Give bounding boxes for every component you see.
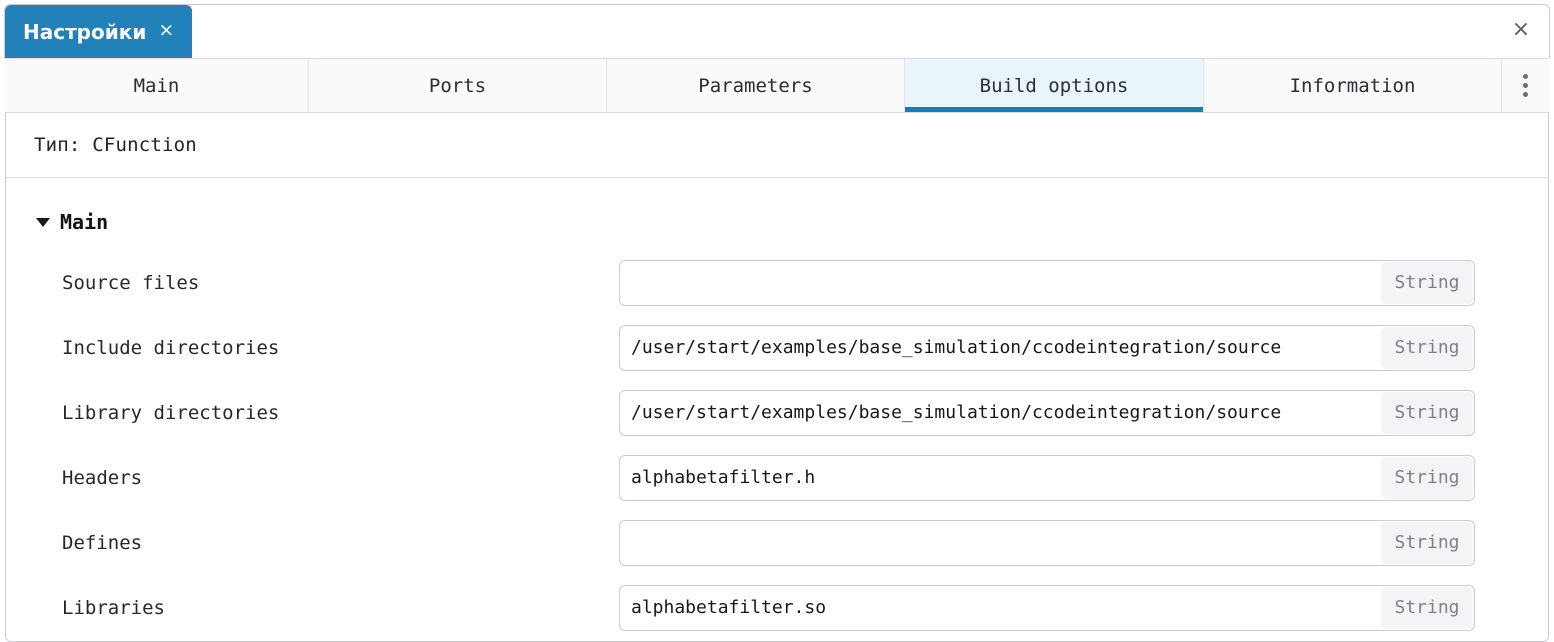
field-label: Headers <box>62 466 143 489</box>
tab-label: Build options <box>979 74 1129 97</box>
tab-build-options[interactable]: Build options <box>905 59 1204 112</box>
field-control[interactable]: /user/start/examples/base_simulation/cco… <box>619 324 1475 371</box>
field-label: Defines <box>62 531 143 554</box>
caret-down-icon[interactable] <box>36 217 50 227</box>
window-close-icon[interactable]: × <box>1511 17 1531 42</box>
field-control[interactable]: String <box>619 259 1475 306</box>
type-text: Тип: CFunction <box>34 134 197 156</box>
field-control[interactable]: alphabetafilter.so String <box>619 584 1475 631</box>
field-label: Source files <box>62 271 200 294</box>
field-row: Headers alphabetafilter.h String <box>6 445 1548 510</box>
tab-close-icon[interactable]: × <box>158 19 175 41</box>
field-label: Include directories <box>62 336 280 359</box>
window-tab-label: Настройки <box>23 19 147 44</box>
tab-overflow-button[interactable] <box>1502 59 1549 112</box>
field-control[interactable]: String <box>619 519 1475 566</box>
field-row: Include directories/user/start/examples/… <box>6 315 1548 380</box>
tab-label: Information <box>1289 74 1416 97</box>
titlebar-frame <box>4 4 1550 58</box>
tab-strip: Main Ports Parameters Build options Info… <box>5 58 1549 113</box>
field-value-input[interactable] <box>620 521 1380 565</box>
field-value-input[interactable]: /user/start/examples/base_simulation/cco… <box>631 402 1282 423</box>
field-row: Source files String <box>6 250 1548 315</box>
field-label: Library directories <box>62 401 280 424</box>
field-type-badge[interactable]: String <box>1381 456 1473 499</box>
field-row: Library directories/user/start/examples/… <box>6 380 1548 445</box>
tab-label: Ports <box>428 74 487 97</box>
field-value-input[interactable]: alphabetafilter.so <box>631 597 827 618</box>
tab-main[interactable]: Main <box>5 59 309 112</box>
window-titlebar: Настройки × × <box>0 0 1554 58</box>
field-type-badge[interactable]: String <box>1381 521 1473 564</box>
window-tab-settings[interactable]: Настройки × <box>5 5 193 58</box>
kebab-menu-icon <box>1523 74 1528 97</box>
section-title: Main <box>60 210 109 234</box>
type-row: Тип: CFunction <box>6 113 1548 178</box>
field-type-badge[interactable]: String <box>1381 261 1473 304</box>
tab-ports[interactable]: Ports <box>309 59 607 112</box>
field-type-badge[interactable]: String <box>1381 586 1473 629</box>
field-row: Defines String <box>6 510 1548 575</box>
field-value-input[interactable] <box>620 261 1380 305</box>
tab-information[interactable]: Information <box>1204 59 1502 112</box>
field-value-input[interactable]: /user/start/examples/base_simulation/cco… <box>631 337 1282 358</box>
field-type-badge[interactable]: String <box>1381 326 1473 369</box>
tab-label: Parameters <box>698 74 813 97</box>
field-value-input[interactable]: alphabetafilter.h <box>631 467 816 488</box>
section-header-main[interactable]: Main <box>6 204 1548 240</box>
field-label: Libraries <box>62 596 165 619</box>
tab-parameters[interactable]: Parameters <box>607 59 905 112</box>
field-control[interactable]: alphabetafilter.h String <box>619 454 1475 501</box>
field-row: Libraries alphabetafilter.so String <box>6 575 1548 640</box>
field-type-badge[interactable]: String <box>1381 391 1473 434</box>
field-control[interactable]: /user/start/examples/base_simulation/cco… <box>619 389 1475 436</box>
tab-label: Main <box>133 74 180 97</box>
